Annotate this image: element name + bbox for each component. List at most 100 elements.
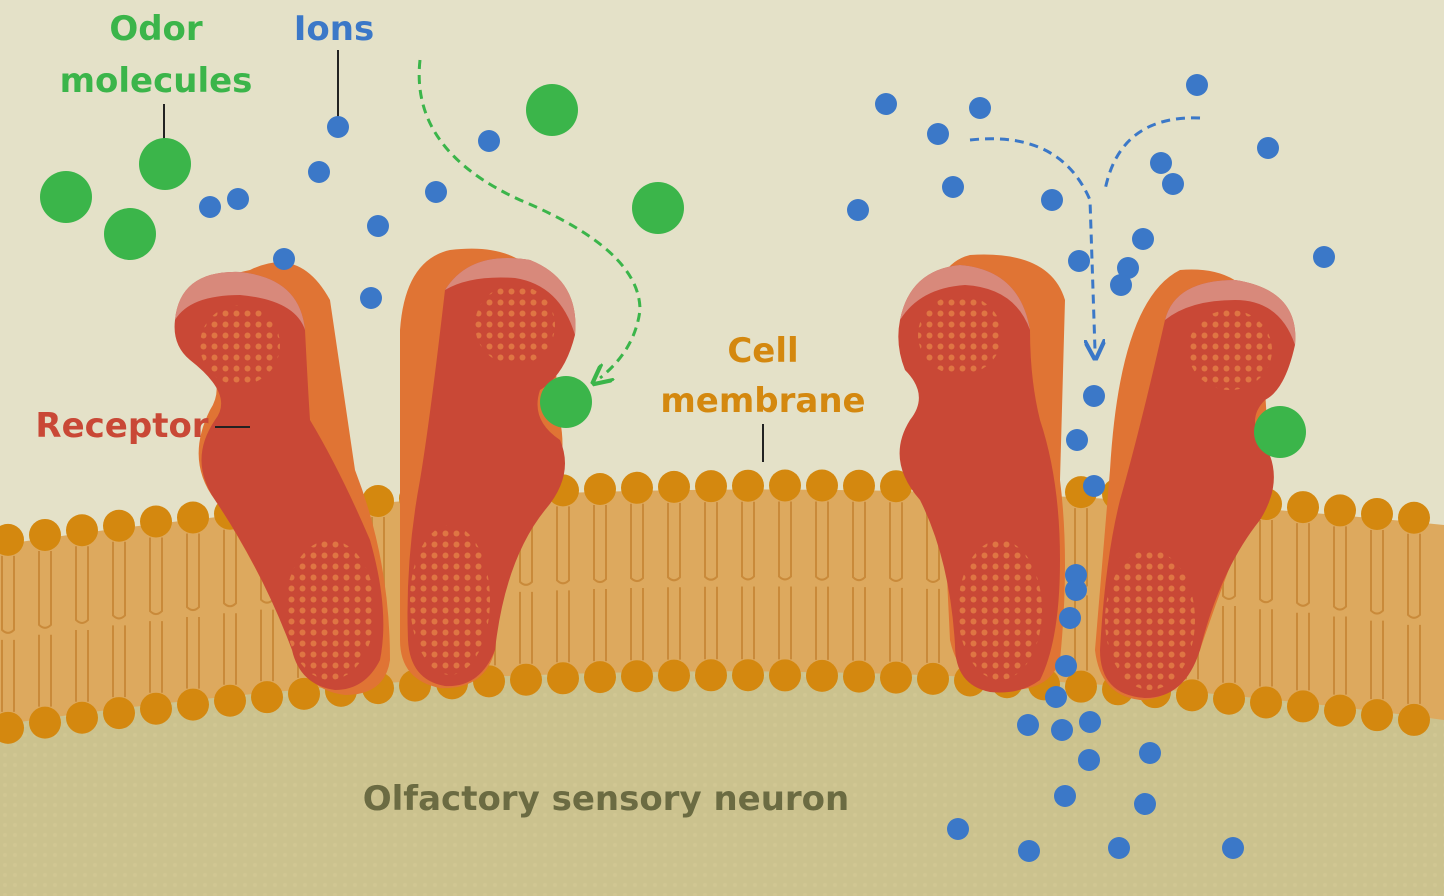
- ion: [1018, 840, 1040, 862]
- lipid-head: [769, 469, 801, 501]
- ion: [1054, 785, 1076, 807]
- ion: [327, 116, 349, 138]
- lipid-head: [251, 681, 283, 713]
- lipid-head: [658, 471, 690, 503]
- ion: [1186, 74, 1208, 96]
- ion: [1051, 719, 1073, 741]
- ion: [1065, 579, 1087, 601]
- lipid-head: [103, 697, 135, 729]
- lipid-head: [510, 664, 542, 696]
- lipid-head: [1287, 690, 1319, 722]
- lipid-head: [140, 693, 172, 725]
- lipid-head: [806, 469, 838, 501]
- ion: [1041, 189, 1063, 211]
- ion: [1066, 429, 1088, 451]
- ion: [847, 199, 869, 221]
- lipid-head: [1398, 704, 1430, 736]
- lipid-head: [1287, 491, 1319, 523]
- ions-label: Ions: [294, 9, 374, 49]
- ion: [1134, 793, 1156, 815]
- membrane-label-line1: Cell: [727, 331, 798, 371]
- ion: [1083, 385, 1105, 407]
- ion: [927, 123, 949, 145]
- ion: [1045, 686, 1067, 708]
- lipid-head: [621, 472, 653, 504]
- odor-molecule: [1254, 406, 1306, 458]
- lipid-head: [1176, 679, 1208, 711]
- ion: [1079, 711, 1101, 733]
- lipid-head: [843, 470, 875, 502]
- lipid-head: [584, 661, 616, 693]
- ion: [969, 97, 991, 119]
- ion: [199, 196, 221, 218]
- odor-molecule: [139, 138, 191, 190]
- ion: [1083, 475, 1105, 497]
- ion: [1132, 228, 1154, 250]
- ion: [1139, 742, 1161, 764]
- ion: [273, 248, 295, 270]
- lipid-head: [806, 660, 838, 692]
- lipid-head: [917, 663, 949, 695]
- lipid-head: [1398, 502, 1430, 534]
- lipid-head: [621, 660, 653, 692]
- lipid-head: [140, 505, 172, 537]
- ion: [367, 215, 389, 237]
- lipid-head: [695, 659, 727, 691]
- ion: [1150, 152, 1172, 174]
- ion: [1017, 714, 1039, 736]
- odor-molecule: [104, 208, 156, 260]
- lipid-head: [103, 510, 135, 542]
- lipid-head: [1324, 695, 1356, 727]
- ion: [1059, 607, 1081, 629]
- ion: [1110, 274, 1132, 296]
- ion: [1313, 246, 1335, 268]
- lipid-head: [658, 660, 690, 692]
- ion: [1162, 173, 1184, 195]
- ion: [1055, 655, 1077, 677]
- lipid-head: [769, 659, 801, 691]
- odor-label-line2: molecules: [60, 61, 253, 101]
- lipid-head: [177, 501, 209, 533]
- receptor-label: Receptor: [35, 406, 208, 446]
- ion: [227, 188, 249, 210]
- lipid-head: [29, 707, 61, 739]
- odor-molecule: [632, 182, 684, 234]
- ion: [478, 130, 500, 152]
- ion: [1068, 250, 1090, 272]
- ion: [1257, 137, 1279, 159]
- ion: [425, 181, 447, 203]
- lipid-head: [214, 685, 246, 717]
- ion: [1078, 749, 1100, 771]
- odor-label-line1: Odor: [109, 9, 203, 49]
- lipid-head: [1213, 683, 1245, 715]
- lipid-head: [1361, 498, 1393, 530]
- lipid-head: [732, 470, 764, 502]
- ion: [1108, 837, 1130, 859]
- lipid-head: [584, 473, 616, 505]
- lipid-head: [695, 470, 727, 502]
- lipid-head: [1324, 494, 1356, 526]
- ion: [1222, 837, 1244, 859]
- lipid-head: [880, 662, 912, 694]
- lipid-head: [547, 662, 579, 694]
- odor-molecule: [40, 171, 92, 223]
- ion: [947, 818, 969, 840]
- odor-molecule: [540, 376, 592, 428]
- ion: [875, 93, 897, 115]
- ion: [308, 161, 330, 183]
- lipid-head: [29, 519, 61, 551]
- neuron-label: Olfactory sensory neuron: [363, 779, 850, 819]
- ion: [360, 287, 382, 309]
- ion: [942, 176, 964, 198]
- lipid-head: [66, 702, 98, 734]
- lipid-head: [732, 659, 764, 691]
- membrane-label-line2: membrane: [660, 381, 865, 421]
- lipid-head: [177, 689, 209, 721]
- odor-molecule: [526, 84, 578, 136]
- lipid-head: [1250, 686, 1282, 718]
- lipid-head: [1361, 699, 1393, 731]
- lipid-head: [843, 661, 875, 693]
- lipid-head: [66, 514, 98, 546]
